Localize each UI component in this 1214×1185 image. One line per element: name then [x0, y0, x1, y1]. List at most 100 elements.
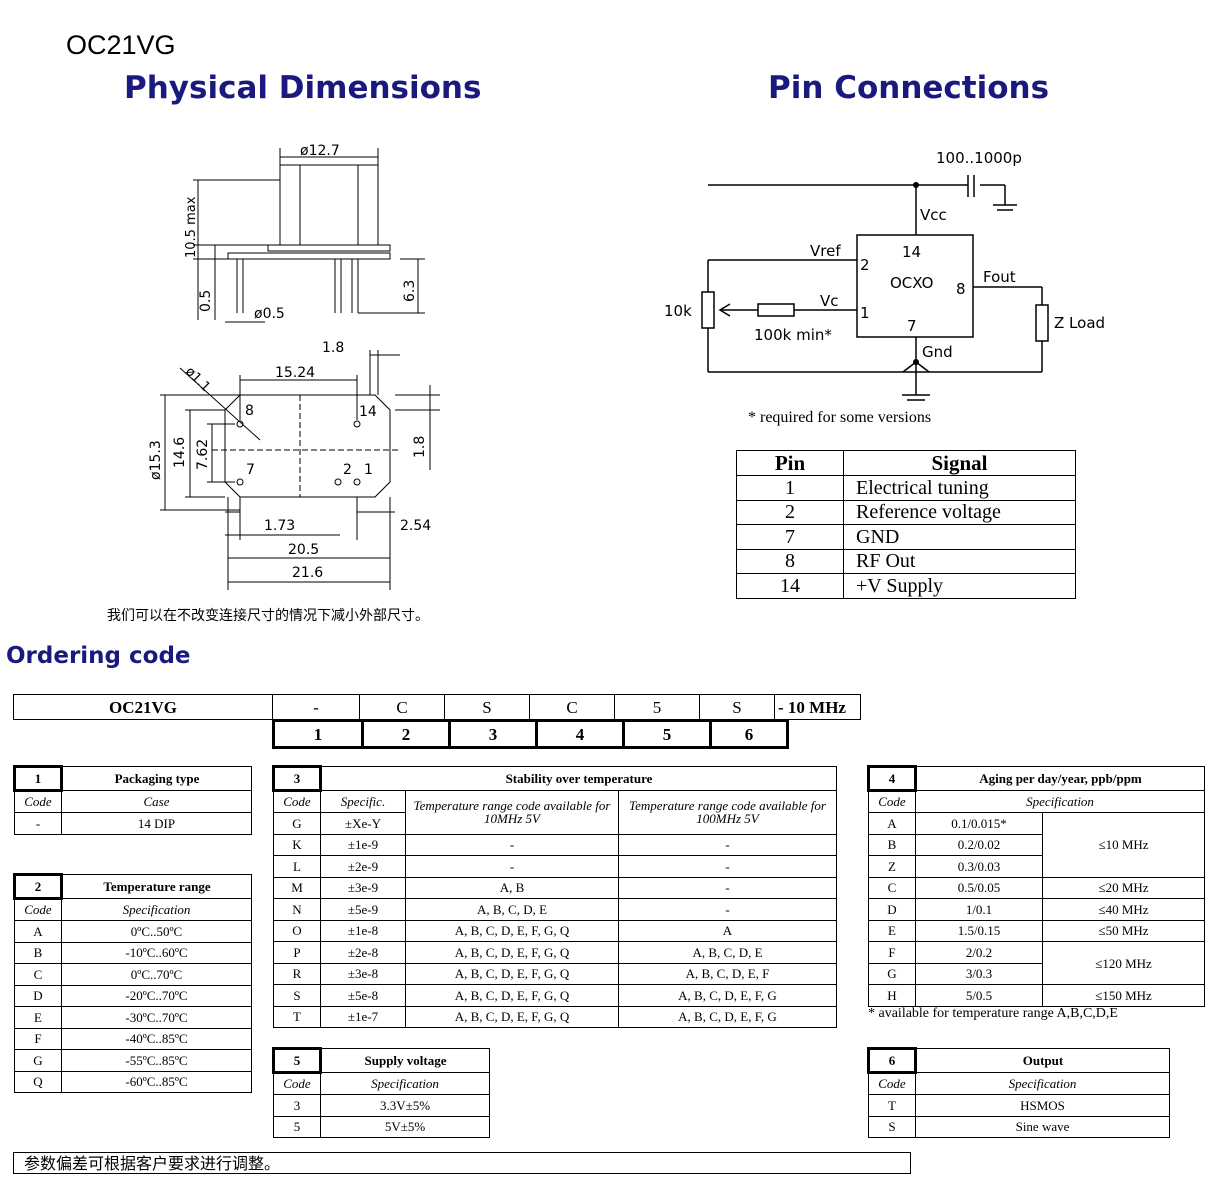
dim-1-8-top: 1.8 — [322, 340, 344, 356]
oc-num-1: 1 — [272, 719, 364, 749]
oc-code-4: 5 — [614, 694, 700, 720]
cell: 2/0.2 — [915, 941, 1043, 964]
oc-num-6: 6 — [709, 719, 789, 749]
dim-diameter-1-1: ø1.1 — [182, 364, 213, 395]
table-row: B-10ºC..60ºC — [14, 941, 252, 964]
dim-2-54: 2.54 — [400, 518, 431, 534]
cell: A, B, C, D, E, F, G, Q — [405, 919, 619, 942]
pin-header: Pin — [736, 450, 844, 476]
cell: A, B, C, D, E, F — [618, 962, 837, 985]
cell: -40ºC..85ºC — [61, 1027, 252, 1050]
cell: 0.1/0.015* — [915, 812, 1043, 835]
pin14-label: 14 — [902, 243, 921, 261]
cell: 5V±5% — [320, 1115, 490, 1138]
dim-1-8-right: 1.8 — [412, 436, 428, 458]
oc-num-5: 5 — [622, 719, 712, 749]
resistor-label: 100k min* — [754, 326, 832, 344]
cell: 0ºC..70ºC — [61, 963, 252, 986]
dim-0-5-vertical: 0.5 — [198, 290, 214, 312]
freq-cell: ≤40 MHz — [1042, 898, 1205, 921]
box-title: Aging per day/year, ppb/ppm — [915, 766, 1205, 791]
oc-model: OC21VG — [13, 694, 273, 720]
cell: A — [14, 920, 62, 943]
dim-21-6: 21.6 — [292, 565, 323, 581]
dim-14-6: 14.6 — [172, 437, 188, 468]
cell: ±Xe-Y — [320, 812, 406, 835]
cell: L — [273, 855, 321, 878]
cell: G — [273, 812, 321, 835]
cell: - — [14, 812, 62, 835]
oc-code-3: C — [529, 694, 615, 720]
cell: M — [273, 876, 321, 899]
cell: T — [868, 1094, 916, 1117]
pin-label-1: 1 — [364, 462, 373, 478]
box-number: 3 — [272, 765, 322, 792]
table-row: Q-60ºC..85ºC — [14, 1070, 252, 1093]
cell: - — [618, 833, 837, 856]
box-number: 2 — [13, 873, 63, 900]
cell: - — [405, 855, 619, 878]
cell: ±3e-9 — [320, 876, 406, 899]
cell: S — [868, 1115, 916, 1138]
cell: 14 DIP — [61, 812, 252, 835]
col-header: Code — [273, 1071, 321, 1095]
box-number: 1 — [13, 765, 63, 792]
pin-connections-title: Pin Connections — [768, 70, 1050, 106]
box-title: Stability over temperature — [320, 766, 837, 791]
freq-cell: ≤120 MHz — [1042, 941, 1205, 985]
table-row: G±Xe-Y — [273, 812, 837, 835]
cell: A — [618, 919, 837, 942]
dim-7-62: 7.62 — [195, 439, 211, 470]
cell: B — [868, 833, 916, 856]
dim-diameter-15-3: ø15.3 — [148, 440, 164, 480]
cell: P — [273, 941, 321, 964]
gnd-label: Gnd — [922, 343, 953, 361]
dim-20-5: 20.5 — [288, 542, 319, 558]
table-row: 14+V Supply — [736, 573, 1076, 599]
cell: -10ºC..60ºC — [61, 941, 252, 964]
box-number: 6 — [867, 1047, 917, 1074]
table-row: E-30ºC..70ºC — [14, 1006, 252, 1029]
col-header: Specification — [915, 789, 1205, 813]
cell: C — [868, 876, 916, 899]
cell: 0ºC..50ºC — [61, 920, 252, 943]
cell: E — [868, 919, 916, 942]
aging-footnote: * available for temperature range A,B,C,… — [868, 1006, 1118, 1021]
cell: 3 — [273, 1094, 321, 1117]
pin-number: 2 — [736, 499, 844, 525]
pin-label-7: 7 — [246, 462, 255, 478]
cell: A, B, C, D, E — [405, 898, 619, 921]
col-header: Temperature range code available for 100… — [618, 789, 837, 835]
pin-label-14: 14 — [359, 404, 377, 420]
cell: 5/0.5 — [915, 984, 1043, 1007]
oc-code-5: S — [699, 694, 775, 720]
physical-dimensions-title: Physical Dimensions — [124, 70, 482, 106]
cell: A, B, C, D, E, F, G, Q — [405, 941, 619, 964]
vref-label: Vref — [810, 242, 841, 260]
box-title: Temperature range — [61, 874, 252, 899]
cell: R — [273, 962, 321, 985]
freq-cell: ≤150 MHz — [1042, 984, 1205, 1007]
cell: A, B, C, D, E, F, G, Q — [405, 1005, 619, 1028]
ordering-number-row: 1 2 3 4 5 6 — [272, 719, 789, 749]
ordering-code-row: OC21VG - C S C 5 S - 10 MHz — [13, 694, 861, 720]
pin-circuit-diagram: 100..1000p Vcc Vref Vc 14 2 1 8 7 OCXO F… — [664, 149, 1105, 401]
cell: A, B, C, D, E, F, G — [618, 984, 837, 1007]
pin-signal: Reference voltage — [843, 499, 1076, 525]
cell: H — [868, 984, 916, 1007]
cell: 1/0.1 — [915, 898, 1043, 921]
cell: -20ºC..70ºC — [61, 984, 252, 1007]
